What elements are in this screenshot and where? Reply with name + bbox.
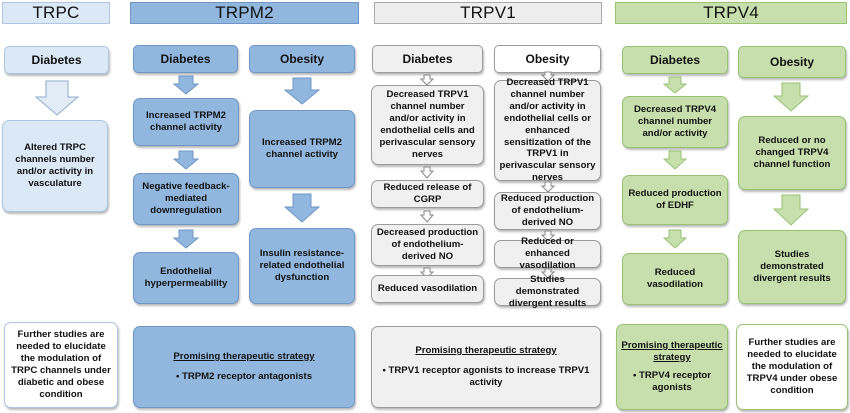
strategy-item: • TRPV1 receptor agonists to increase TR… (382, 365, 590, 388)
trpm2-diabetes-step-2: Negative feedback-mediated downregulatio… (133, 173, 239, 225)
down-arrow-icon (773, 194, 809, 226)
down-arrow-icon (420, 166, 434, 179)
trpm2-obesity-step-1: Increased TRPM2 channel activity (249, 110, 355, 188)
down-arrow-icon (663, 150, 687, 170)
down-arrow-icon (173, 75, 199, 95)
down-arrow-icon (541, 230, 555, 242)
down-arrow-icon (541, 71, 555, 82)
trpc-effect-box: Altered TRPC channels number and/or acti… (2, 120, 108, 212)
trpm2-diabetes-box: Diabetes (133, 45, 238, 73)
trpv1-diabetes-step-4: Reduced vasodilation (371, 275, 484, 303)
down-arrow-icon (663, 76, 687, 94)
trpm2-obesity-step-2: Insulin resistance-related endothelial d… (249, 228, 355, 304)
trpv4-diabetes-step-1: Decreased TRPV4 channel number and/or ac… (622, 96, 728, 148)
trpv1-obesity-step-3: Reduced or enhanced vasodilation (494, 236, 601, 271)
trpv4-diabetes-step-2: Reduced production of EDHF (622, 175, 728, 225)
trpv1-strategy-box: Promising therapeutic strategy • TRPV1 r… (371, 326, 601, 408)
down-arrow-icon (541, 268, 555, 279)
trpv4-diabetes-step-3: Reduced vasodilation (622, 253, 728, 305)
down-arrow-icon (284, 77, 320, 105)
trpv1-diabetes-step-3: Decreased production of endothelium-deri… (371, 224, 484, 266)
trpm2-diabetes-step-1: Increased TRPM2 channel activity (133, 98, 239, 146)
trpv1-diabetes-box: Diabetes (372, 45, 483, 73)
trpm2-diabetes-step-3: Endothelial hyperpermeability (133, 252, 239, 304)
header-trpc: TRPC (2, 2, 110, 24)
down-arrow-icon (663, 229, 687, 249)
down-arrow-icon (173, 150, 199, 170)
trpv1-obesity-step-4: Studies demonstrated divergent results (494, 274, 601, 309)
trpv4-obesity-box: Obesity (738, 46, 846, 78)
strategy-item: • TRPV4 receptor agonists (632, 370, 711, 393)
trpv1-diabetes-step-1: Decreased TRPV1 channel number and/or ac… (371, 85, 484, 165)
trpv1-diabetes-step-2: Reduced release of CGRP (371, 180, 484, 208)
strategy-title: Promising therapeutic strategy (415, 345, 557, 357)
trpv1-obesity-step-1: Decreased TRPV1 channel number and/or ac… (494, 77, 601, 183)
down-arrow-icon (420, 74, 434, 86)
trpv4-strategy-box: Promising therapeutic strategy • TRPV4 r… (616, 324, 728, 410)
down-arrow-icon (35, 80, 79, 116)
header-trpm2: TRPM2 (130, 2, 359, 24)
strategy-item: • TRPM2 receptor antagonists (175, 371, 313, 382)
down-arrow-icon (284, 193, 320, 223)
trpc-diabetes-box: Diabetes (4, 46, 109, 74)
down-arrow-icon (541, 181, 555, 193)
trpc-footer-box: Further studies are needed to elucidate … (4, 322, 118, 408)
trpv4-footer-box: Further studies are needed to elucidate … (736, 324, 848, 410)
header-trpv4: TRPV4 (615, 2, 847, 24)
trpv4-obesity-step-1: Reduced or no changed TRPV4 channel func… (738, 116, 846, 190)
trpv4-obesity-step-2: Studies demonstrated divergent results (738, 230, 846, 304)
trpv1-obesity-step-2: Reduced production of endothelium-derive… (494, 192, 601, 230)
down-arrow-icon (773, 82, 809, 112)
trpm2-obesity-box: Obesity (249, 45, 355, 73)
trpv4-diabetes-box: Diabetes (622, 46, 728, 74)
trpv1-obesity-box: Obesity (494, 45, 601, 73)
strategy-title: Promising therapeutic strategy (621, 340, 723, 364)
down-arrow-icon (420, 210, 434, 223)
header-trpv1: TRPV1 (374, 2, 602, 24)
strategy-title: Promising therapeutic strategy (173, 351, 315, 363)
down-arrow-icon (173, 229, 199, 249)
trpm2-strategy-box: Promising therapeutic strategy • TRPM2 r… (133, 326, 355, 408)
